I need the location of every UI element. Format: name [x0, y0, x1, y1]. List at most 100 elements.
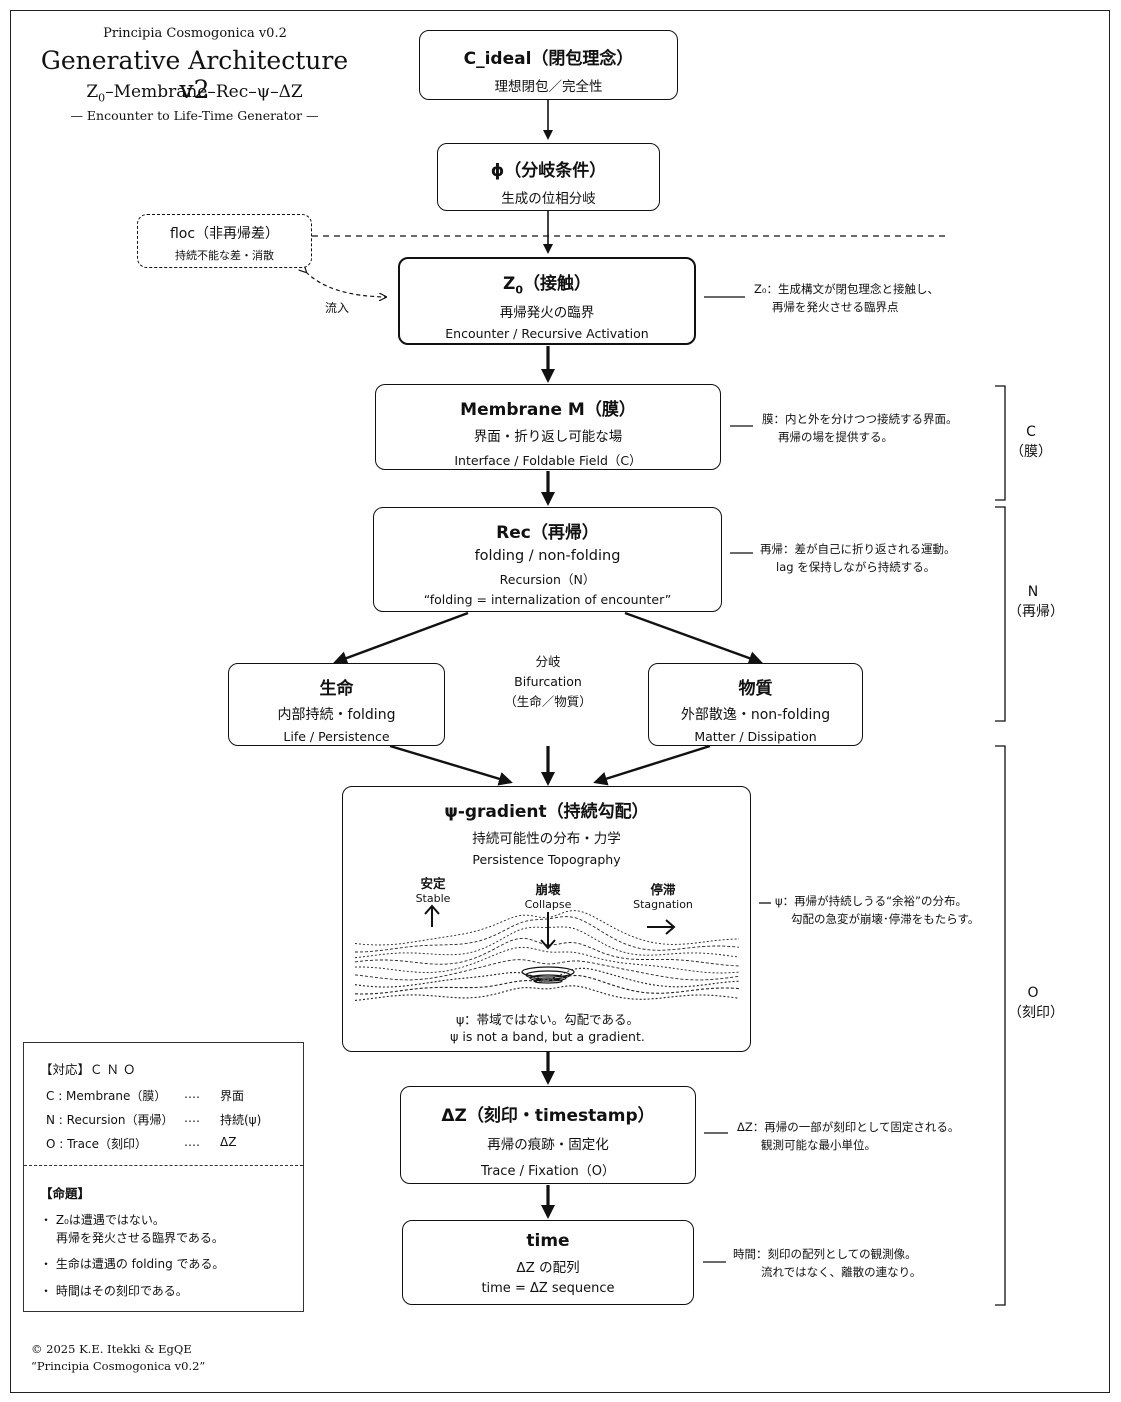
- formula-rest: –Membrane–Rec–ψ–ΔZ: [105, 82, 303, 102]
- props-heading: 【命題】: [40, 1186, 91, 1201]
- stable-arrow-head: [424, 904, 440, 915]
- node-rec-title: Rec（再帰）: [496, 523, 599, 543]
- node-rec-sub: folding / non-folding: [474, 548, 621, 564]
- collapse-well: [529, 974, 567, 982]
- stagnation-jp: 停滞: [650, 882, 676, 897]
- bracket-label-n: N （再帰）: [1008, 582, 1064, 622]
- node-z0-title-sub: 0: [515, 283, 523, 297]
- prop3: ・ 時間はその刻印である。: [40, 1284, 188, 1298]
- prop1-b: 再帰を発火させる臨界である。: [56, 1231, 224, 1245]
- note-rec-line2: lag を保持しながら持続する。: [776, 560, 936, 574]
- note-membrane-line1: 膜：内と外を分けつつ接続する界面。: [762, 412, 958, 426]
- note-rec: 再帰：差が自己に折り返される運動。 lag を保持しながら持続する。: [760, 540, 956, 576]
- note-time: 時間：刻印の配列としての観測像。 流れではなく、離散の連なり。: [733, 1245, 921, 1281]
- bracket-o-label: （刻印）: [1008, 1005, 1064, 1021]
- note-z0-line2: 再帰を発火させる臨界点: [772, 300, 899, 314]
- stable-jp: 安定: [420, 876, 446, 891]
- bifurcation-paren: （生命／物質）: [504, 694, 592, 709]
- gradient-landscape: [354, 904, 740, 1001]
- node-dz-title: ΔZ（刻印・timestamp）: [441, 1106, 655, 1126]
- formula-sub: 0: [98, 91, 106, 105]
- prop2: ・ 生命は遭遇の folding である。: [40, 1257, 225, 1271]
- legend-row-left: C : Membrane（膜）: [46, 1089, 167, 1103]
- stagnation-arrow-head: [665, 919, 676, 935]
- node-z0: Z0（接触） 再帰発火の臨界 Encounter / Recursive Act…: [398, 257, 696, 345]
- node-c-ideal: C_ideal（閉包理念） 理想閉包／完全性: [419, 30, 678, 100]
- prop2-text: 生命は遭遇の folding である。: [55, 1257, 225, 1271]
- arrow-rec-matter: [624, 611, 763, 665]
- bracket-n-letter: N: [1027, 584, 1039, 600]
- stagnation-en: Stagnation: [633, 898, 693, 911]
- node-psi-sub: 持続可能性の分布・力学: [472, 831, 621, 847]
- node-time-title: time: [526, 1231, 570, 1251]
- prop1: ・ Z₀は遭遇ではない。 再帰を発火させる臨界である。: [40, 1211, 224, 1247]
- node-c-ideal-title: C_ideal（閉包理念）: [463, 49, 634, 69]
- node-matter-title: 物質: [738, 679, 773, 699]
- node-z0-title-z: Z: [503, 274, 516, 294]
- collapse-well: [521, 966, 575, 978]
- subtitle: — Encounter to Life-Time Generator —: [70, 108, 319, 123]
- node-psi-title: ψ-gradient（持続勾配）: [444, 802, 649, 822]
- note-dz: ΔZ：再帰の一部が刻印として固定される。 観測可能な最小単位。: [737, 1118, 959, 1154]
- node-life: 生命 内部持続・folding Life / Persistence: [228, 663, 445, 746]
- node-time-eng: time = ΔZ sequence: [481, 1281, 615, 1296]
- collapse-well: [533, 978, 563, 984]
- note-psi-line1: ψ：再帰が持続しうる“余裕”の分布。: [775, 894, 967, 908]
- node-z0-sub: 再帰発火の臨界: [499, 305, 595, 322]
- floc-inflow-arrow: [306, 272, 386, 297]
- bracket-label-o: O （刻印）: [1008, 983, 1064, 1023]
- psi-caption-jp: ψ：帯域ではない。勾配である。: [455, 1012, 640, 1027]
- bracket-o: [995, 745, 1006, 1306]
- node-delta-z: ΔZ（刻印・timestamp） 再帰の痕跡・固定化 Trace / Fixat…: [400, 1086, 696, 1184]
- node-matter-eng: Matter / Dissipation: [694, 729, 817, 744]
- legend-row-dots: ‥‥: [184, 1135, 201, 1149]
- inflow-label: 流入: [325, 301, 350, 315]
- legend-row-right: 界面: [220, 1089, 245, 1103]
- bracket-n-label: （再帰）: [1008, 604, 1064, 620]
- note-rec-line1: 再帰：差が自己に折り返される運動。: [760, 542, 956, 556]
- node-dz-sub: 再帰の痕跡・固定化: [487, 1137, 609, 1153]
- note-time-line1: 時間：刻印の配列としての観測像。: [733, 1247, 917, 1261]
- bifurcation-label: 分岐 Bifurcation （生命／物質）: [488, 652, 608, 712]
- prop3-text: 時間はその刻印である。: [55, 1284, 188, 1298]
- node-time: time ΔZ の配列 time = ΔZ sequence: [402, 1220, 694, 1305]
- bracket-c-letter: C: [1026, 424, 1036, 440]
- bracket-c-label: （膜）: [1010, 444, 1052, 460]
- node-floc-title: floc（非再帰差）: [169, 226, 280, 242]
- node-life-eng: Life / Persistence: [283, 729, 390, 744]
- note-z0: Z₀：生成構文が閉包理念と接触し、 再帰を発火させる臨界点: [754, 280, 939, 316]
- legend-row-left: N : Recursion（再帰）: [46, 1113, 174, 1127]
- node-time-sub: ΔZ の配列: [516, 1260, 580, 1276]
- node-rec-quote: “folding = internalization of encounter”: [423, 592, 672, 607]
- node-life-sub: 内部持続・folding: [277, 707, 396, 723]
- legend-row-left: O : Trace（刻印）: [46, 1137, 147, 1151]
- note-membrane-line2: 再帰の場を提供する。: [778, 430, 893, 444]
- collapse-en: Collapse: [524, 898, 572, 911]
- node-rec-eng: Recursion（N）: [499, 572, 596, 587]
- bracket-o-letter: O: [1027, 985, 1039, 1001]
- node-phi-title: ϕ（分岐条件）: [490, 161, 607, 181]
- bifurcation-jp: 分岐: [535, 654, 561, 669]
- psi-caption-en: ψ is not a band, but a gradient.: [450, 1029, 645, 1044]
- landscape-contour: [354, 946, 740, 974]
- note-membrane: 膜：内と外を分けつつ接続する界面。 再帰の場を提供する。: [762, 410, 958, 446]
- node-z0-eng: Encounter / Recursive Activation: [445, 326, 649, 342]
- bracket-n: [995, 506, 1006, 722]
- node-membrane: Membrane M（膜） 界面・折り返し可能な場 Interface / Fo…: [375, 384, 721, 470]
- collapse-arrow-head: [540, 939, 556, 950]
- node-matter-sub: 外部散逸・non-folding: [680, 707, 831, 723]
- node-z0-title-rest: （接触）: [522, 274, 591, 294]
- note-time-line2: 流れではなく、離散の連なり。: [761, 1265, 922, 1279]
- legend-row-right: 持続(ψ): [220, 1113, 262, 1127]
- node-floc-sub: 持続不能な差・消散: [175, 249, 274, 262]
- node-matter: 物質 外部散逸・non-folding Matter / Dissipation: [648, 663, 863, 746]
- bifurcation-en: Bifurcation: [514, 674, 582, 689]
- node-psi-gradient: ψ-gradient（持続勾配） 持続可能性の分布・力学 Persistence…: [342, 786, 751, 1052]
- stable-en: Stable: [415, 892, 451, 905]
- stable-label: 安定 Stable: [403, 873, 463, 905]
- arrow-life-psi: [389, 744, 513, 786]
- legend-row-right: ΔZ: [220, 1135, 237, 1149]
- legend-row-dots: ‥‥: [184, 1111, 201, 1125]
- arrow-matter-psi: [593, 744, 711, 786]
